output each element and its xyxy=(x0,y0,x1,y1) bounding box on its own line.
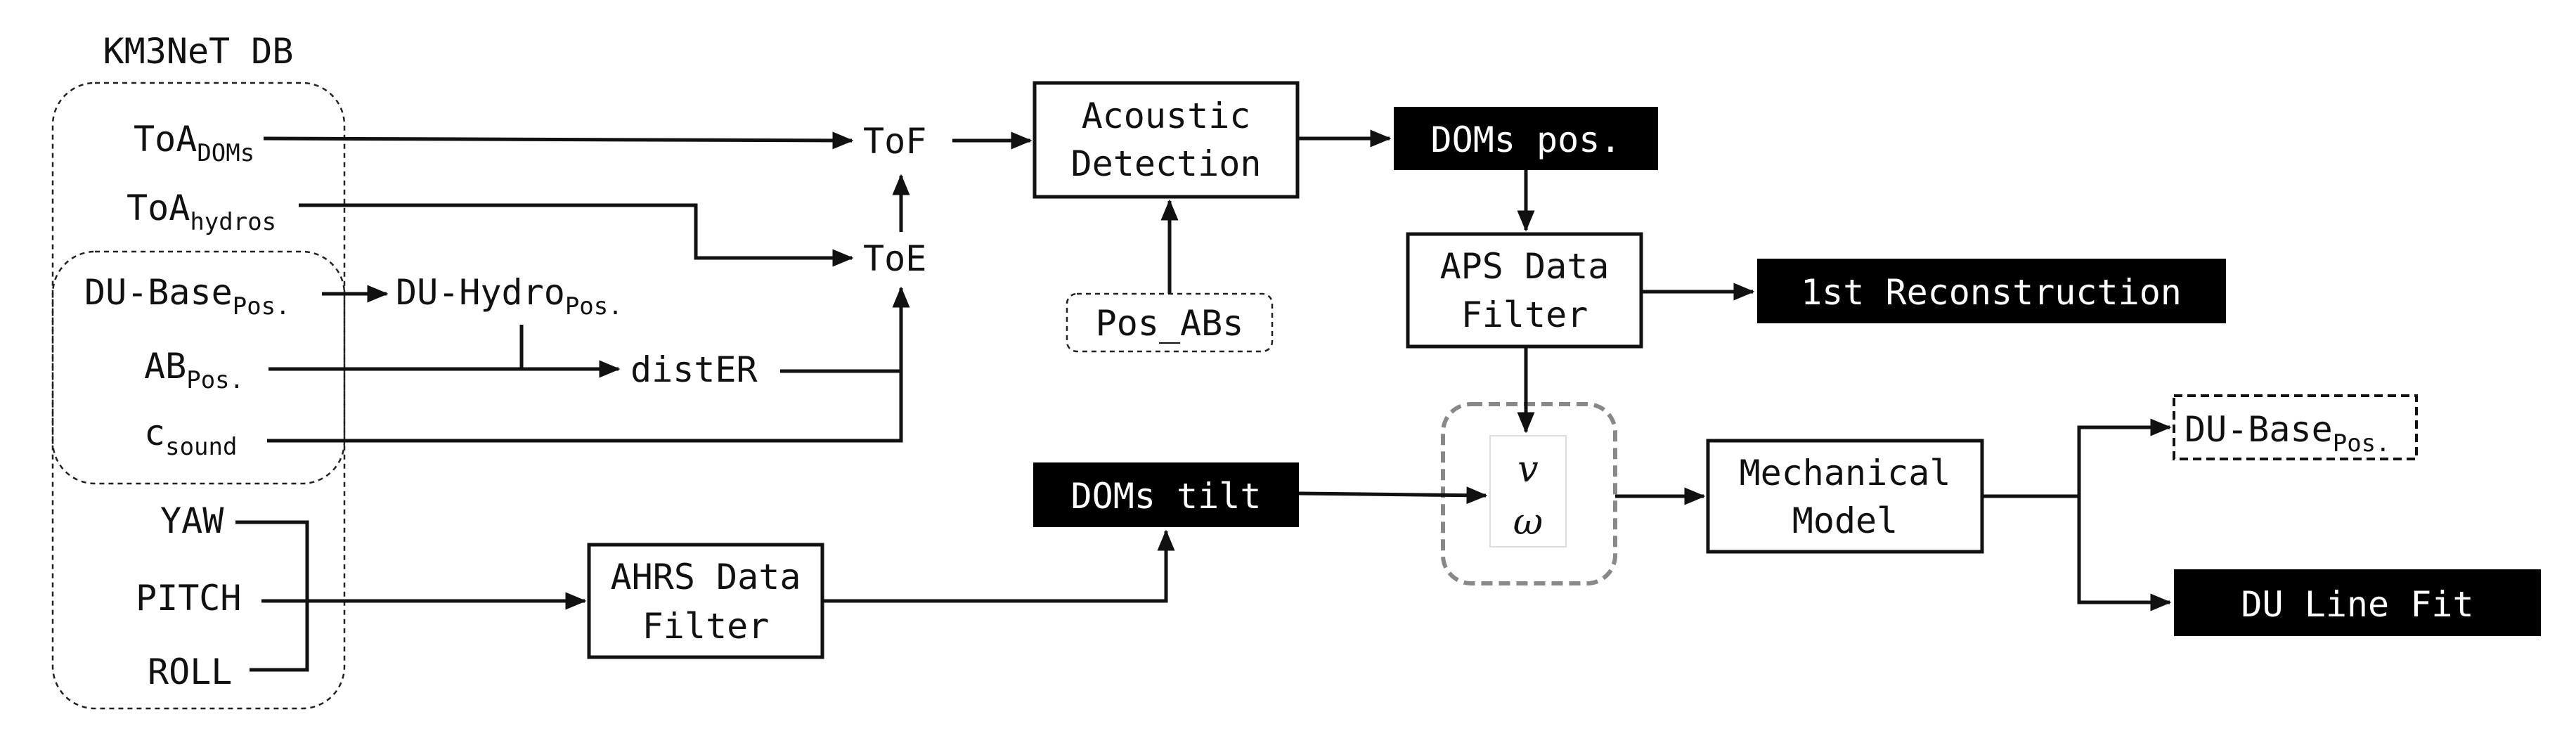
du-line-fit-block: DU Line Fit xyxy=(2174,569,2541,636)
edge-split-du-line-fit xyxy=(2077,496,2172,611)
km3net-db-title: KM3NeT DB xyxy=(103,31,294,72)
pos-abs-box: Pos_ABs xyxy=(1066,292,1274,353)
ahrs-data-filter-box: AHRS Data Filter xyxy=(587,543,824,659)
edge-yaw-bracket xyxy=(235,520,309,672)
du-hydro-pos-node: DU-HydroPos. xyxy=(396,272,623,321)
toa-hydros-label: ToAhydros xyxy=(127,188,276,236)
v-omega-group: v ω xyxy=(1441,402,1617,585)
v-symbol: v xyxy=(1517,448,1538,491)
svg-text:Acoustic: Acoustic xyxy=(1082,96,1251,136)
toa-doms-label: ToADOMs xyxy=(134,119,254,167)
edge-c-sound-toe xyxy=(267,371,903,443)
tof-node: ToF xyxy=(863,121,926,162)
roll-label: ROLL xyxy=(148,652,232,692)
svg-text:DU Line Fit: DU Line Fit xyxy=(2241,584,2473,625)
svg-text:Filter: Filter xyxy=(1461,294,1588,335)
acoustic-detection-box: Acoustic Detection xyxy=(1033,81,1300,199)
toe-node: ToE xyxy=(863,238,926,279)
du-base-pos-output-box: DU-BasePos. xyxy=(2173,394,2418,460)
edge-ahrs-doms-tilt xyxy=(822,529,1175,603)
aps-data-filter-box: APS Data Filter xyxy=(1406,232,1643,349)
svg-text:AHRS Data: AHRS Data xyxy=(611,557,801,597)
svg-text:DOMs pos.: DOMs pos. xyxy=(1431,119,1622,160)
yaw-label: YAW xyxy=(160,500,224,541)
edge-split-du-base xyxy=(2077,418,2172,496)
edge-disteer-toe xyxy=(780,286,910,373)
edge-toa-hydros-toe xyxy=(299,203,854,267)
mechanical-model-box: Mechanical Model xyxy=(1706,439,1984,554)
svg-text:Pos_ABs: Pos_ABs xyxy=(1096,303,1244,344)
svg-text:APS Data: APS Data xyxy=(1440,246,1610,287)
svg-text:DOMs tilt: DOMs tilt xyxy=(1071,476,1262,517)
svg-text:Mechanical: Mechanical xyxy=(1739,453,1950,493)
edge-toa-doms-tof xyxy=(263,131,854,150)
doms-tilt-block: DOMs tilt xyxy=(1033,462,1299,527)
svg-text:Model: Model xyxy=(1792,500,1898,541)
svg-text:Filter: Filter xyxy=(642,606,770,647)
first-reconstruction-block: 1st Reconstruction xyxy=(1757,259,2226,323)
svg-text:Detection: Detection xyxy=(1071,143,1262,184)
edge-doms-tilt-vomega xyxy=(1298,486,1488,505)
du-base-pos-label: DU-BasePos. xyxy=(84,272,290,321)
doms-pos-block: DOMs pos. xyxy=(1394,107,1658,170)
km3net-db-group xyxy=(51,82,346,710)
pitch-label: PITCH xyxy=(136,578,242,619)
svg-text:DU-BasePos.: DU-BasePos. xyxy=(2185,409,2390,458)
ab-pos-label: ABPos. xyxy=(144,346,244,394)
svg-text:1st Reconstruction: 1st Reconstruction xyxy=(1801,272,2182,313)
disteer-node: distER xyxy=(630,349,758,390)
omega-symbol: ω xyxy=(1513,501,1543,543)
c-sound-label: csound xyxy=(144,413,237,461)
